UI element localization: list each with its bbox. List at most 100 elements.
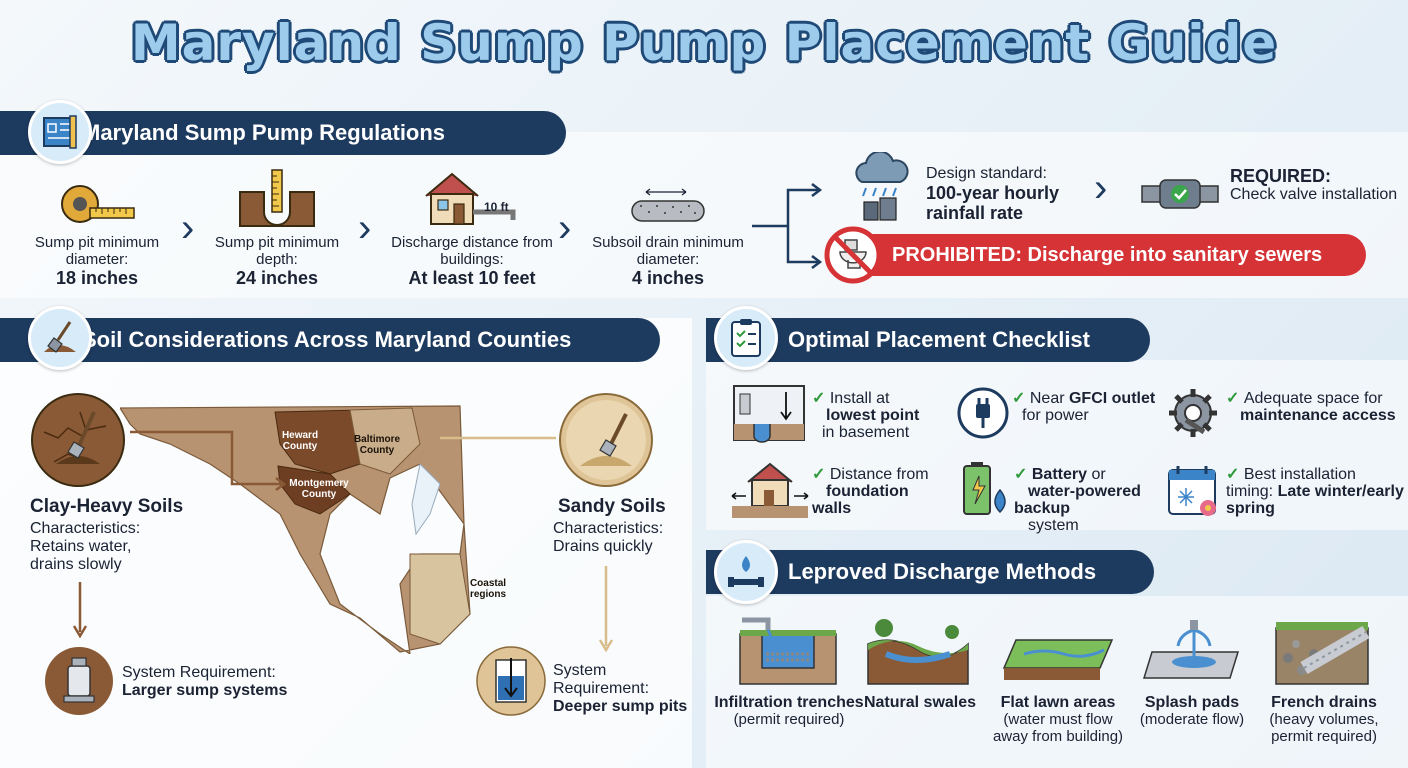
- natural-swale-icon: [866, 614, 970, 691]
- design-standard: Design standard: 100-year hourly rainfal…: [926, 164, 1086, 223]
- chevron-right-icon: ›: [1094, 166, 1108, 210]
- discharge-header: Leproved Discharge Methods: [706, 550, 1154, 594]
- check-icon: ✓: [812, 390, 830, 407]
- reg-discharge-label: Discharge distance from buildings:: [391, 234, 553, 268]
- map-connectors: [130, 430, 556, 491]
- check2-bold: GFCI outlet: [1068, 390, 1156, 407]
- county-coastal: Coastal regions: [469, 578, 507, 600]
- check-valve-icon: [1140, 176, 1220, 217]
- checklist-band: [706, 360, 1408, 530]
- reg-pit-diameter-label: Sump pit minimum diameter:: [34, 234, 160, 268]
- regulations-header: Maryland Sump Pump Regulations: [0, 111, 566, 155]
- sandy-req-label: System Requirement:: [553, 662, 650, 697]
- blueprint-icon: [28, 100, 92, 164]
- clay-soil-title: Clay-Heavy Soils: [30, 496, 184, 517]
- method-flat-lawn: Flat lawn areas (water must flow away fr…: [988, 694, 1128, 745]
- checklist-header: Optimal Placement Checklist: [706, 318, 1150, 362]
- method-splash-pads: Splash pads (moderate flow): [1124, 694, 1260, 728]
- reg-drain-label: Subsoil drain minimum diameter:: [592, 234, 744, 268]
- reg-pit-depth-value: 24 inches: [235, 268, 319, 288]
- sandy-soil-title: Sandy Soils: [558, 496, 666, 517]
- soil-header: Soil Considerations Across Maryland Coun…: [0, 318, 660, 362]
- design-standard-label: Design standard:: [926, 165, 1047, 182]
- gear-wrench-icon: [1166, 386, 1220, 445]
- check5-bold: Battery: [1031, 466, 1087, 483]
- reg-drain-value: 4 inches: [631, 268, 705, 288]
- check-icon: ✓: [812, 466, 830, 483]
- clay-soil-icon: [30, 392, 126, 493]
- large-sump-icon: [44, 646, 114, 721]
- clay-req-value: Larger sump systems: [122, 682, 288, 699]
- method1-name: Infiltration trenches: [714, 694, 864, 711]
- discharge-header-text: Leproved Discharge Methods: [788, 559, 1097, 584]
- check1-bold: lowest point: [826, 407, 920, 424]
- reg-item-pit-depth: Sump pit minimum depth: 24 inches: [200, 234, 354, 289]
- check-icon: ✓: [1012, 390, 1030, 407]
- sandy-soil-icon: [558, 392, 654, 493]
- reg-pit-depth-label: Sump pit minimum depth:: [214, 234, 340, 268]
- clay-req-label: System Requirement:: [122, 664, 276, 681]
- french-drain-icon: [1274, 618, 1370, 691]
- clay-system-requirement: System Requirement: Larger sump systems: [122, 664, 322, 700]
- tape-measure-icon: [60, 182, 136, 233]
- method5-name: French drains: [1271, 694, 1377, 711]
- method2-name: Natural swales: [863, 694, 977, 711]
- deep-sump-icon: [476, 646, 546, 721]
- county-montgomery: Montgemery County: [289, 478, 349, 500]
- power-plug-icon: [956, 386, 1010, 445]
- soil-header-text: Soil Considerations Across Maryland Coun…: [82, 327, 572, 352]
- sandy-characteristics-desc: Drains quickly: [553, 538, 653, 555]
- required-note: REQUIRED: Check valve installation: [1230, 166, 1400, 203]
- clay-characteristics-label: Characteristics:: [30, 520, 141, 537]
- check4-pre: Distance from: [829, 466, 929, 483]
- house-discharge-icon: [422, 170, 522, 233]
- splash-pad-icon: [1138, 614, 1246, 691]
- check6-pre: Best installation timing:: [1226, 466, 1356, 500]
- clay-soil-characteristics: Characteristics: Retains water, drains s…: [30, 520, 170, 574]
- shovel-icon: [28, 306, 92, 370]
- reg-item-subsoil-drain: Subsoil drain minimum diameter: 4 inches: [590, 234, 746, 289]
- regulations-header-text: Maryland Sump Pump Regulations: [82, 120, 446, 145]
- method5-note: (heavy volumes, permit required): [1269, 711, 1379, 745]
- pit-depth-icon: [238, 168, 316, 233]
- method3-note: (water must flow away from building): [992, 711, 1124, 745]
- drain-pipe-icon: [626, 186, 710, 231]
- down-arrow-icon: [72, 582, 88, 639]
- method4-note: (moderate flow): [1139, 711, 1245, 728]
- reg-item-pit-diameter: Sump pit minimum diameter: 18 inches: [20, 234, 174, 289]
- method1-note: (permit required): [733, 711, 845, 728]
- branch-arrows: [752, 183, 823, 269]
- checklist-header-text: Optimal Placement Checklist: [788, 327, 1090, 352]
- clay-characteristics-desc: Retains water, drains slowly: [30, 538, 132, 573]
- sandy-soil-characteristics: Characteristics: Drains quickly: [553, 520, 683, 556]
- design-standard-value: 100-year hourly rainfall rate: [926, 183, 1060, 223]
- check5-bold2: water-powered backup: [1014, 483, 1141, 517]
- check6-bold: Late winter/early spring: [1226, 483, 1404, 517]
- chevron-right-icon: ›: [558, 206, 572, 250]
- county-howard: Heward County: [281, 430, 319, 452]
- check4-bold: foundation walls: [812, 483, 909, 517]
- check1-post: in basement: [822, 424, 910, 441]
- down-arrow-icon: [598, 566, 614, 653]
- check3-bold: maintenance access: [1240, 407, 1396, 424]
- check5-post2: system: [1028, 517, 1079, 534]
- prohibited-text: PROHIBITED: Discharge into sanitary sewe…: [892, 243, 1323, 266]
- sandy-characteristics-label: Characteristics:: [553, 520, 664, 537]
- check5-post: or: [1087, 466, 1106, 483]
- checklist-item-timing: ✓ Best installation timing: Late winter/…: [1226, 466, 1404, 517]
- battery-water-icon: [960, 460, 1012, 523]
- rain-cloud-icon: [850, 150, 912, 227]
- check-icon: ✓: [1014, 466, 1032, 483]
- soil-band: [0, 318, 692, 768]
- method4-name: Splash pads: [1144, 694, 1240, 711]
- method-natural-swales: Natural swales: [852, 694, 988, 711]
- chevron-right-icon: ›: [181, 206, 195, 250]
- check-icon: ✓: [1226, 466, 1244, 483]
- sandy-system-requirement: System Requirement: Deeper sump pits: [553, 662, 693, 716]
- no-toilet-icon: [824, 226, 882, 289]
- check1-pre: Install at: [829, 390, 890, 407]
- flat-lawn-icon: [1000, 630, 1116, 691]
- pipe-water-icon: [714, 540, 778, 604]
- infiltration-trench-icon: [738, 614, 838, 691]
- method3-name: Flat lawn areas: [1000, 694, 1116, 711]
